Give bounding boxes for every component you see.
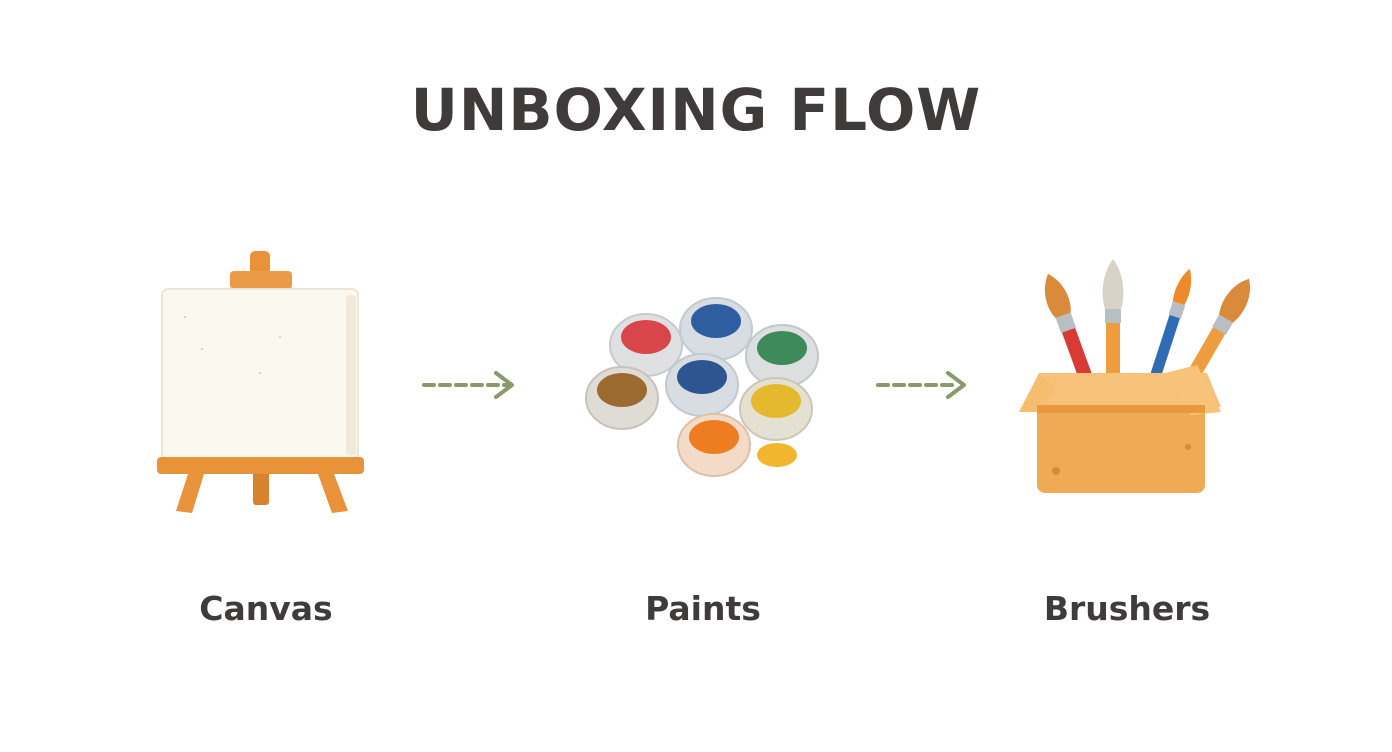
paint-pots-icon	[585, 297, 819, 477]
brush-box-icon	[1019, 259, 1250, 493]
step-label-canvas: Canvas	[199, 589, 333, 628]
step-label-brushers: Brushers	[1043, 589, 1211, 628]
step-label-paints: Paints	[645, 589, 761, 628]
easel-canvas-icon	[157, 251, 364, 513]
step-paints	[575, 285, 835, 485]
step-canvas	[150, 245, 375, 520]
diagram-title: UNBOXING FLOW	[410, 76, 982, 144]
step-brushes	[1015, 255, 1250, 500]
flow-arrow-1	[420, 368, 520, 402]
flow-arrow-2	[874, 368, 974, 402]
